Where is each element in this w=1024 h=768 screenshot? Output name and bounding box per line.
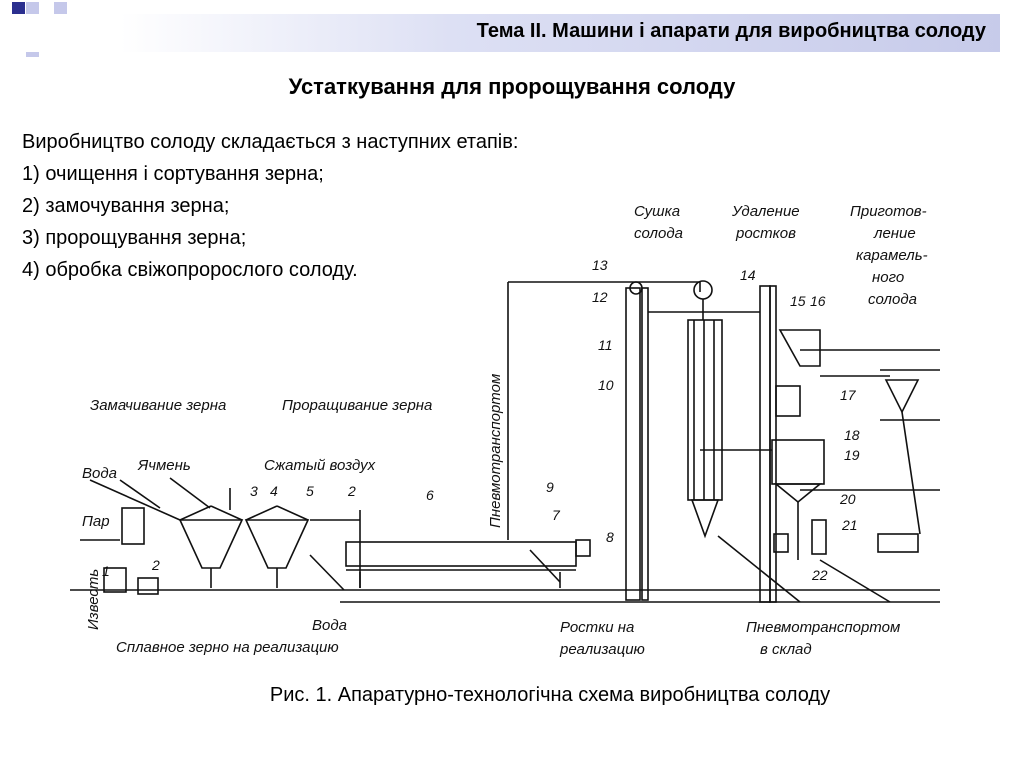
label-pneumo-store: в склад xyxy=(760,641,812,658)
process-diagram: Замачивание зерна Проращивание зерна Вод… xyxy=(70,203,940,658)
label-sprouts: Ростки на xyxy=(560,619,634,636)
stage-item: 2) замочування зерна; xyxy=(22,195,230,217)
stage-item: 1) очищення і сортування зерна; xyxy=(22,163,324,185)
label-water-bottom: Вода xyxy=(312,617,347,634)
part-number: 16 xyxy=(810,293,826,309)
label-prep: Приготов- xyxy=(850,203,927,220)
label-sprouts: реализацию xyxy=(559,641,645,658)
label-lime: Известь xyxy=(85,569,102,630)
label-water: Вода xyxy=(82,465,117,482)
label-drying: Сушка xyxy=(634,203,680,220)
label-float-grain: Сплавное зерно на реализацию xyxy=(116,639,339,656)
label-prep: ного xyxy=(872,269,904,286)
label-pneumo-vertical: Пневмотранспортом xyxy=(487,374,504,528)
label-compressed-air: Сжатый воздух xyxy=(264,457,376,474)
stage-item: 3) пророщування зерна; xyxy=(22,227,247,249)
part-number: 8 xyxy=(606,529,614,545)
part-number: 11 xyxy=(598,337,613,353)
label-germination: Проращивание зерна xyxy=(282,397,432,414)
part-number: 1 xyxy=(102,563,110,579)
label-prep: ление xyxy=(873,225,916,242)
label-barley: Ячмень xyxy=(137,457,191,474)
part-number: 20 xyxy=(839,491,856,507)
part-number: 9 xyxy=(546,479,554,495)
part-number: 19 xyxy=(844,447,860,463)
part-number: 2 xyxy=(151,557,160,573)
label-removal: Удаление xyxy=(731,203,800,220)
part-number: 17 xyxy=(840,387,857,403)
stage-list: 1) очищення і сортування зерна; 2) замоч… xyxy=(22,158,518,286)
part-number: 10 xyxy=(598,377,614,393)
part-number: 2 xyxy=(347,483,356,499)
intro-text: Виробництво солоду складається з наступн… xyxy=(22,126,518,286)
slide-title: Устаткування для пророщування солоду xyxy=(288,74,736,99)
label-steam: Пар xyxy=(82,513,110,530)
label-removal: ростков xyxy=(735,225,796,242)
part-number: 7 xyxy=(552,507,561,523)
label-soaking: Замачивание зерна xyxy=(90,397,226,414)
part-number: 12 xyxy=(592,289,608,305)
label-prep: карамель- xyxy=(856,247,928,264)
label-pneumo-store: Пневмотранспортом xyxy=(746,619,900,636)
part-number: 22 xyxy=(811,567,828,583)
stage-item: 4) обробка свіжопророслого солоду. xyxy=(22,259,358,281)
part-number: 6 xyxy=(426,487,434,503)
part-number: 5 xyxy=(306,483,314,499)
part-number: 21 xyxy=(841,517,858,533)
part-number: 14 xyxy=(740,267,756,283)
label-drying: солода xyxy=(634,225,683,242)
topic-title: Тема II. Машини і апарати для виробництв… xyxy=(476,20,986,42)
part-number: 18 xyxy=(844,427,860,443)
part-number: 4 xyxy=(270,483,278,499)
intro-lead: Виробництво солоду складається з наступн… xyxy=(22,131,519,153)
part-number: 15 xyxy=(790,293,806,309)
header-bar xyxy=(0,14,1000,52)
part-number: 13 xyxy=(592,257,608,273)
part-number: 3 xyxy=(250,483,258,499)
label-prep: солода xyxy=(868,291,917,308)
figure-caption: Рис. 1. Апаратурно-технологічна схема ви… xyxy=(269,684,831,706)
